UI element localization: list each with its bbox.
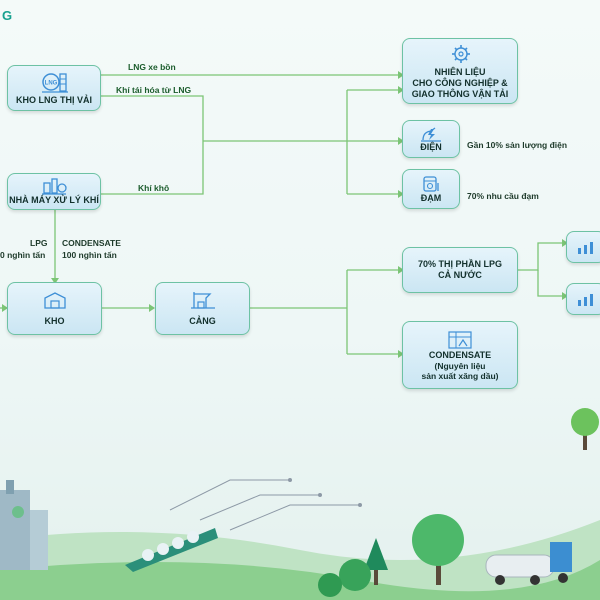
flow-label-lpg-amount: 0 nghìn tấn xyxy=(0,250,46,260)
node-label-line-3: sản xuất xăng dầu) xyxy=(421,370,499,381)
bar-chart-icon xyxy=(578,294,593,306)
fertilizer-icon xyxy=(423,175,439,192)
flow-label-fertilizer-share: 70% nhu cầu đạm xyxy=(467,191,539,201)
gear-icon xyxy=(452,44,470,63)
node-label-line-2: (Nguyên liệu xyxy=(434,360,486,371)
flow-line-dry-gas xyxy=(101,141,204,195)
flow-lines xyxy=(0,71,568,358)
flow-label-lng-truck: LNG xe bồn xyxy=(128,62,176,72)
node-label-line-1: CONDENSATE xyxy=(428,349,492,360)
flow-label-condensate: CONDENSATE xyxy=(62,238,121,248)
trees xyxy=(318,408,599,597)
node-label: ĐIỆN xyxy=(420,141,442,152)
node-label-line-3: GIAO THÔNG VẬN TẢI xyxy=(411,88,509,99)
flow-label-regas: Khí tái hóa từ LNG xyxy=(116,85,192,95)
flow-line-regas xyxy=(101,95,204,141)
tanker-truck xyxy=(485,542,572,585)
circuit-lines xyxy=(169,479,360,531)
node-lpg-share: 70% THỊ PHẦN LPG CẢ NƯỚC xyxy=(402,247,518,293)
plant-structures xyxy=(0,480,48,570)
node-label-line-1: NHIÊN LIỆU xyxy=(434,66,486,77)
node-label-line-2: CẢ NƯỚC xyxy=(438,270,482,280)
node-chart-bottom xyxy=(566,283,600,315)
node-kho: KHO xyxy=(7,282,102,335)
node-label: ĐẠM xyxy=(420,192,442,203)
warehouse-icon xyxy=(43,292,66,309)
node-label: KHO xyxy=(44,316,65,326)
node-condensate: CONDENSATE (Nguyên liệu sản xuất xăng dầ… xyxy=(402,321,518,389)
node-kho-lng: LNG KHO LNG THỊ VẢI xyxy=(7,65,101,111)
header-label: G xyxy=(2,8,13,23)
lng-tank-icon: LNG xyxy=(42,72,68,93)
flow-label-condensate-amount: 100 nghìn tấn xyxy=(62,250,117,260)
node-chart-top xyxy=(566,231,600,263)
node-label: CẢNG xyxy=(189,316,216,326)
node-label-line-1: 70% THỊ PHẦN LPG xyxy=(417,259,502,269)
node-nhien-lieu: NHIÊN LIỆU CHO CÔNG NGHIỆP & GIAO THÔNG … xyxy=(402,38,518,104)
node-dam: ĐẠM xyxy=(402,169,460,209)
node-label: NHÀ MÁY XỬ LÝ KHÍ xyxy=(9,195,99,205)
refinery-icon xyxy=(448,330,472,349)
flow-label-power-share: Gần 10% sản lượng điện xyxy=(467,140,568,150)
port-crane-icon xyxy=(190,292,215,309)
landscape-illustration xyxy=(0,408,600,600)
gas-plant-icon xyxy=(42,178,67,195)
ground-front xyxy=(0,560,600,600)
lng-badge: LNG xyxy=(45,80,58,86)
flow-label-lpg: LPG xyxy=(30,238,48,248)
lng-ship xyxy=(125,528,218,572)
node-cang: CẢNG xyxy=(155,282,250,335)
node-label: KHO LNG THỊ VẢI xyxy=(16,94,92,105)
node-nha-may: NHÀ MÁY XỬ LÝ KHÍ xyxy=(7,173,101,210)
bar-chart-icon xyxy=(578,242,593,254)
node-label-line-2: CHO CÔNG NGHIỆP & xyxy=(412,77,508,88)
power-icon xyxy=(421,126,441,142)
flow-label-dry-gas: Khí khô xyxy=(138,183,170,193)
node-dien: ĐIỆN xyxy=(402,120,460,158)
